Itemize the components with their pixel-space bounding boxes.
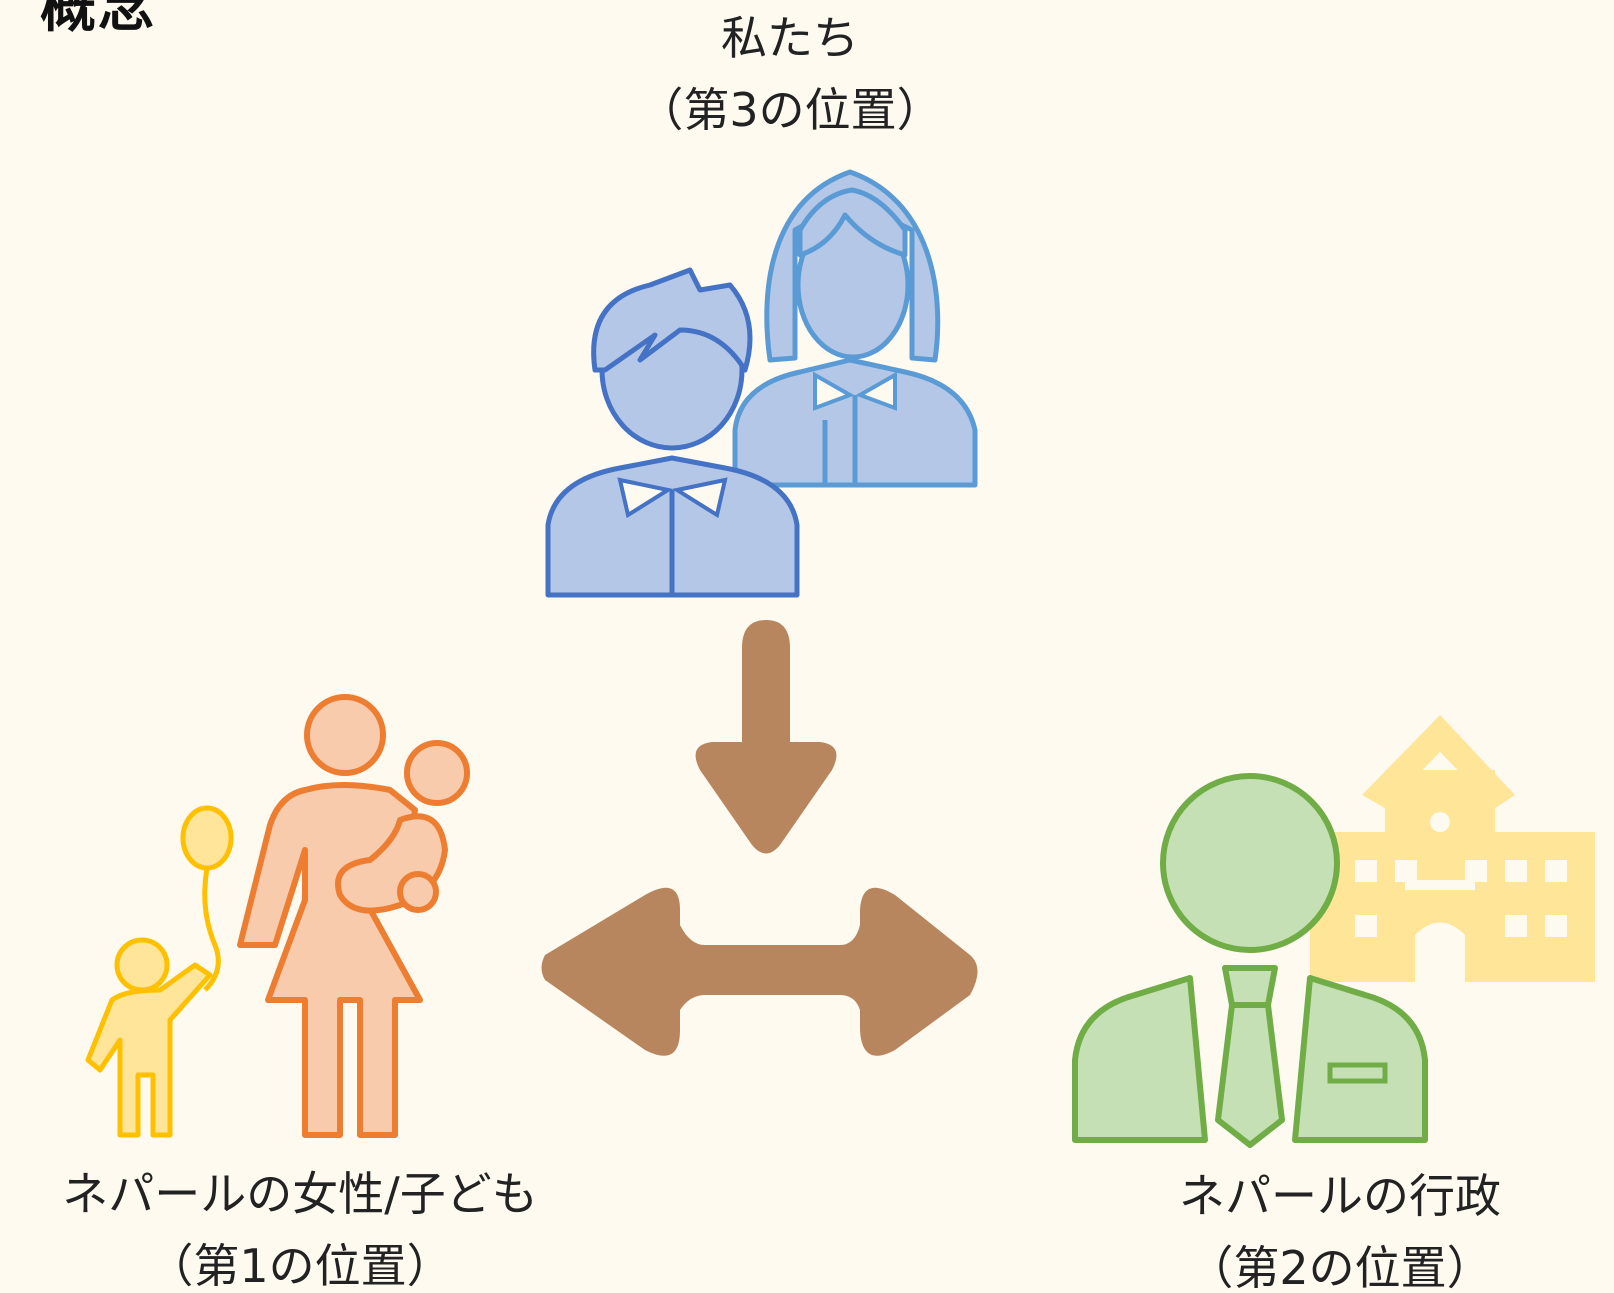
women-children-icon xyxy=(85,694,470,1138)
page-heading: 概念 xyxy=(40,0,156,40)
node-women-children-position: （第1の位置） xyxy=(147,1239,453,1293)
woman-figure-icon xyxy=(732,169,978,488)
mother-figure-icon xyxy=(237,694,470,1138)
school-building-icon xyxy=(1310,715,1595,982)
node-label-us: 私たち （第3の位置） xyxy=(590,2,990,146)
node-women-children-name: ネパールの女性/子ども xyxy=(62,1167,538,1221)
node-government-name: ネパールの行政 xyxy=(1179,1169,1501,1223)
child-with-balloon-icon xyxy=(85,805,234,1138)
us-people-icon xyxy=(545,169,978,598)
node-us-name: 私たち xyxy=(721,11,859,65)
down-arrow-icon xyxy=(695,620,837,854)
node-label-government: ネパールの行政 （第2の位置） xyxy=(1130,1160,1550,1293)
node-label-women-children: ネパールの女性/子ども （第1の位置） xyxy=(20,1158,580,1293)
official-figure-icon xyxy=(1072,773,1428,1148)
government-icon xyxy=(1072,715,1595,1148)
arrows-group xyxy=(541,620,978,1056)
node-us-position: （第3の位置） xyxy=(637,83,943,137)
man-figure-icon xyxy=(545,267,800,598)
node-government-position: （第2の位置） xyxy=(1187,1241,1493,1293)
double-arrow-icon xyxy=(541,887,978,1056)
